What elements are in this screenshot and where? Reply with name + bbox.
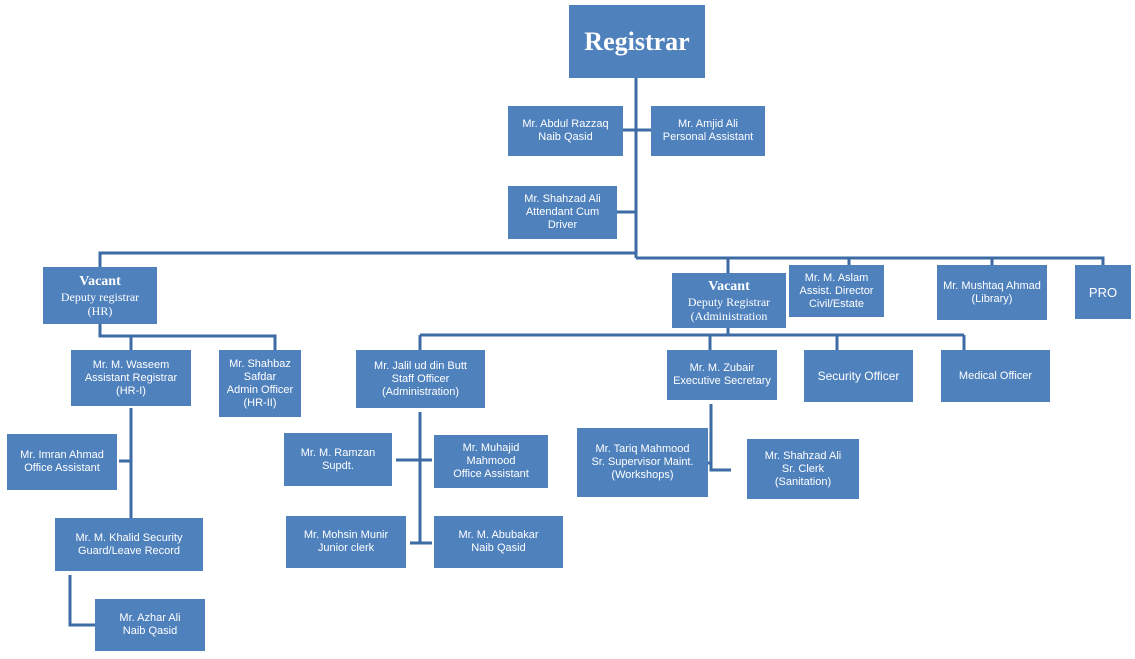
name: Mr. Tariq Mahmood (595, 443, 690, 455)
connector-admin (418, 328, 966, 350)
role: Driver (547, 219, 578, 231)
dept: (HR-I) (116, 384, 146, 397)
pro-box: PRO (1075, 265, 1131, 319)
name: Mr. M. Khalid Security (75, 531, 183, 544)
name-cont: Mahmood (466, 455, 516, 467)
connector-main-right (636, 256, 1105, 273)
role: Assist. Director (799, 284, 874, 297)
mushtaq-box: Mr. Mushtaq Ahmad(Library) (937, 265, 1047, 320)
role: PRO (1088, 284, 1118, 300)
name: Mr. Abdul Razzaq (522, 118, 609, 130)
role: Junior clerk (317, 542, 375, 554)
name: Mr. Shahbaz Safdar (229, 357, 291, 383)
dept: (Sanitation) (774, 475, 832, 488)
name: Mr. M. Abubakar (458, 529, 539, 541)
connector-waseem (119, 408, 133, 518)
role: Naib Qasid (538, 131, 593, 143)
name: Mr. M. Ramzan (300, 446, 376, 459)
connector-khalid (68, 575, 95, 627)
role: Assistant Registrar (84, 371, 178, 384)
role: Staff Officer (391, 372, 450, 385)
name: Mr. Amjid Ali (678, 118, 738, 130)
role: Attendant Cum (525, 206, 600, 218)
role: Deputy Registrar (687, 294, 771, 309)
medical-officer-box: Medical Officer (941, 350, 1050, 402)
dept: Civil/Estate (808, 297, 865, 310)
role: Office Assistant (453, 468, 529, 480)
dept: (HR-II) (243, 396, 277, 409)
role: Naib Qasid (471, 542, 526, 554)
name: Mr. M. Zubair (689, 362, 755, 374)
role: Guard/Leave Record (77, 544, 181, 557)
role: Sr. Supervisor Maint. (591, 456, 694, 468)
role: Medical Officer (958, 369, 1033, 382)
name: Mr. Mohsin Munir (303, 529, 389, 541)
vacant-label: Vacant (708, 278, 750, 294)
name: Mr. Mushtaq Ahmad (943, 279, 1041, 292)
dept: (HR) (87, 303, 113, 318)
role: Naib Qasid (122, 625, 178, 637)
role: Admin Officer (226, 383, 294, 396)
role: Sr. Clerk (781, 462, 825, 475)
security-officer-box: Security Officer (804, 350, 913, 402)
role: Personal Assistant (662, 131, 754, 143)
name: Mr. Jalil ud din Butt (374, 359, 467, 372)
role: Supdt. (322, 459, 354, 472)
name: Mr. Shahzad Ali (524, 193, 601, 205)
dept: (Workshops) (611, 469, 674, 481)
connector-hr (98, 324, 277, 350)
name: Mr. Shahzad Ali (764, 449, 842, 462)
name: Mr. M. Waseem (92, 358, 170, 371)
name: Mr. M. Aslam (804, 271, 869, 284)
name: Mr. Imran Ahmad (20, 449, 104, 461)
dept: (Administration (690, 308, 768, 323)
box-title: Registrar (584, 27, 690, 56)
dept: (Administration) (381, 385, 460, 398)
connector-main-left (98, 251, 636, 267)
vacant-label: Vacant (79, 273, 121, 289)
role: Executive Secretary (673, 375, 771, 387)
name: Mr. Azhar Ali (119, 612, 181, 624)
role: Security Officer (817, 368, 900, 383)
connector-jalil (396, 412, 432, 545)
role: Office Assistant (24, 462, 100, 474)
name: Mr. Muhajid (462, 442, 520, 454)
role: Deputy registrar (60, 289, 140, 304)
dept: (Library) (971, 292, 1013, 305)
registrar-box: Registrar (569, 5, 705, 78)
